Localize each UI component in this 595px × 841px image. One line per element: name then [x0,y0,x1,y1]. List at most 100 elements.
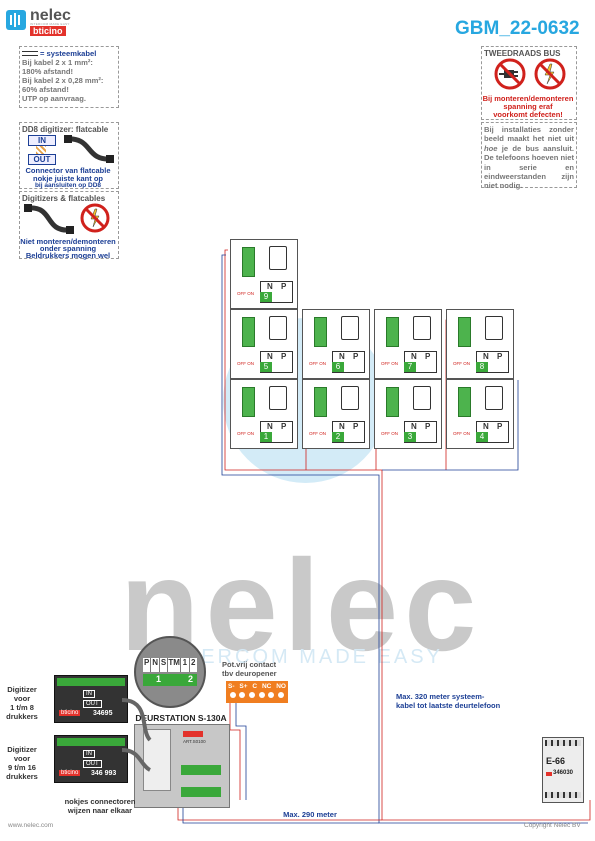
zoom-num-2: 2 [188,674,194,684]
dip-switch[interactable]: OFF ON [309,361,326,366]
dd8-caption-3: bij aansluiten op DD8 [34,182,102,189]
station-terminal-strip-2 [181,787,221,797]
nelec-logo: nelec INTERCOM MADE EASY bticino [6,7,96,36]
power-supply: E-66 346030 [542,737,584,803]
ps-bottom-terminals [545,792,581,798]
logo-icon [6,10,26,30]
call-button-2[interactable] [341,386,359,410]
note-install: Bij installaties zonder beeld maakt het … [481,122,577,191]
cell-number: 9 [260,292,272,302]
cell-number: 1 [260,432,272,442]
dip-switch[interactable]: OFF ON [237,361,254,366]
no-power-icon-2 [534,58,566,90]
cable-line-icon [22,51,38,56]
cable-line-5: UTP op aanvraag. [22,94,87,103]
cell-number: 6 [332,362,344,372]
dd8-caption-1: Connector van flatcable [25,166,111,175]
dip-switch[interactable]: OFF ON [237,291,254,296]
call-button-6[interactable] [341,316,359,340]
digitizer2-brand: bticino [59,770,81,776]
dip-switch[interactable]: OFF ON [309,431,326,436]
digitizer2-code: 346 993 [91,770,117,777]
footer-url[interactable]: www.nelec.com [8,822,54,829]
dd8-connector-icon [36,146,46,154]
call-button-4[interactable] [485,386,503,410]
cable-line-4: 60% afstand! [22,85,69,94]
max320-label-2: kabel tot laatste deurtelefoon [396,701,501,710]
dip-switch[interactable]: OFF ON [453,361,470,366]
deurstation-label: DEURSTATION S-130A [135,713,227,723]
digitizer1-terminals [57,678,125,686]
dd8-title: DD8 digitizer: flatcable [22,125,109,134]
flatcable-icon-2 [24,204,74,234]
ps-brand [546,772,552,776]
flatcable-icon [64,135,114,163]
potvrij-label-2: tbv deuropener [222,669,277,678]
cable-line-3: Bij kabel 2 x 0,28 mm²: [22,76,104,85]
no-plug-icon [494,58,526,90]
station-brand [183,731,203,737]
digitizer1-brand: bticino [59,710,81,716]
relay-screws [226,690,288,698]
footer-copyright: Copyright Nelec BV [524,822,581,829]
cable-line-2: 180% afstand! [22,67,74,76]
cell-number: 4 [476,432,488,442]
digitizers-caption-2: onder spanning [39,244,97,253]
call-button-9[interactable] [269,246,287,270]
call-button-5[interactable] [269,316,287,340]
dd8-out-label: OUT [28,154,56,165]
install-text-3: je de bus aansluit. De telefoons hoeven … [484,143,574,191]
install-text-2: hoe [484,143,498,153]
note-twowire: TWEEDRAADS BUS Bij monteren/demonteren s… [481,46,577,120]
station-art: ART.S0100 [183,739,206,744]
terminal-block [314,387,327,417]
digitizer1-in: IN [83,690,95,698]
cell-number: 8 [476,362,488,372]
note-cable: = systeemkabel Bij kabel 2 x 1 mm²: 180%… [19,46,119,108]
terminal-block [386,317,399,347]
dd8-caption-2: nokje juiste kant op [32,174,103,183]
terminal-block [458,387,471,417]
nokjes-label-1: nokjes connectoren [64,797,136,806]
dip-switch[interactable]: OFF ON [381,431,398,436]
terminal-block [458,317,471,347]
nokjes-label-2: wijzen naar elkaar [67,806,133,815]
cell-number: 2 [332,432,344,442]
call-button-8[interactable] [485,316,503,340]
call-button-3[interactable] [413,386,431,410]
call-button-7[interactable] [413,316,431,340]
cell-number: 7 [404,362,416,372]
twowire-caption-2: spanning eraf [503,102,553,111]
digitizers-caption-1: Niet monteren/demonteren [20,237,116,246]
cell-number: 3 [404,432,416,442]
watermark-tagline: INTERCOM MADE EASY [160,646,443,668]
ps-model: E-66 [546,756,566,766]
station-terminal-strip [181,765,221,775]
digitizer2-out: OUT [83,760,102,768]
note-digitizers: Digitizers & flatcables Niet monteren/de… [19,191,119,260]
dip-switch[interactable]: OFF ON [453,431,470,436]
cable-title: = systeemkabel [40,49,97,58]
no-power-icon [80,203,110,233]
cell-number: 5 [260,362,272,372]
dip-switch[interactable]: OFF ON [381,361,398,366]
relay-block: S- S+ C NC NO [226,681,288,703]
terminal-block [386,387,399,417]
max290-label: Max. 290 meter [283,810,337,819]
call-button-1[interactable] [269,386,287,410]
digitizers-caption-3: Beldrukkers mogen wel [25,251,111,260]
dip-switch[interactable]: OFF ON [237,431,254,436]
terminal-zoom: P N S TM 1 2 1 2 [134,636,206,708]
digitizer1-out: OUT [83,700,102,708]
zoom-terminals: P N S TM 1 2 [143,658,197,672]
digitizer2-in: IN [83,750,95,758]
twowire-title: TWEEDRAADS BUS [484,49,561,58]
zoom-num-1: 1 [156,674,162,684]
digitizer-1: IN OUT bticino 34695 [54,675,128,723]
